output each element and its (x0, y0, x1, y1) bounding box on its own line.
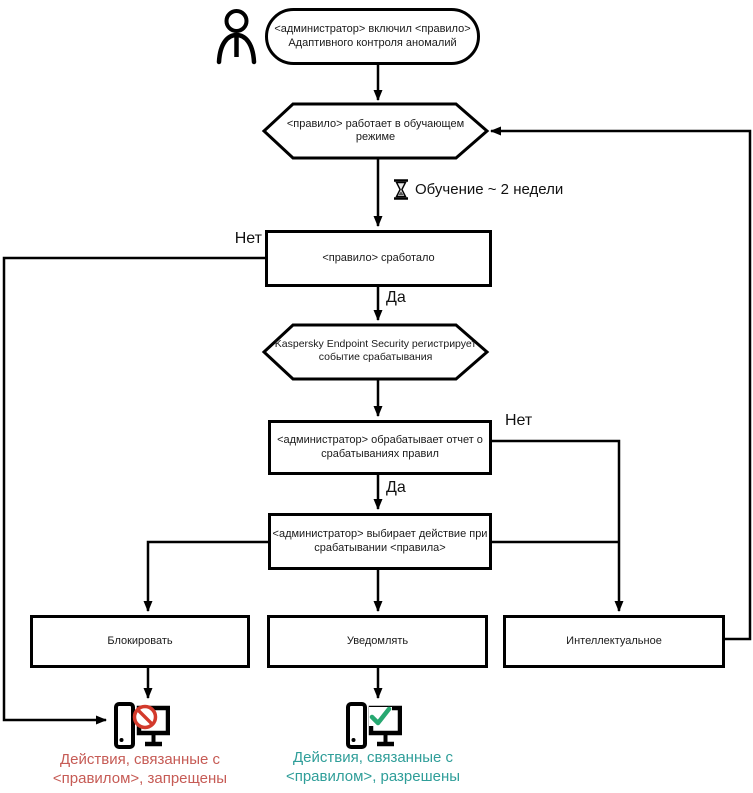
node-smart-text: Интеллектуальное (566, 634, 662, 647)
node-kes-registers-line1: Kaspersky Endpoint Security регистрирует (274, 337, 477, 350)
node-admin-action: <администратор> выбирает действие при ср… (268, 513, 492, 570)
result-allowed-line1: Действия, связанные с (292, 749, 454, 766)
training-duration-label: Обучение ~ 2 недели (415, 181, 564, 198)
hourglass-icon (394, 179, 408, 200)
node-kes-registers-line2: событие срабатывания (318, 351, 433, 363)
person-icon (216, 9, 257, 65)
label-yes-bottom: Да (386, 479, 406, 496)
node-admin-report: <администратор> обрабатывает отчет о сра… (268, 420, 492, 475)
node-admin-report-line2: срабатываниях правил (321, 447, 439, 460)
result-blocked-line1: Действия, связанные с (59, 751, 221, 768)
edge-triggered-no-to-blocked-icon (2, 256, 265, 725)
result-allowed: Действия, связанные с <правилом>, разреш… (273, 748, 473, 786)
computer-blocked-icon (114, 702, 170, 749)
edge-action-to-block (143, 540, 268, 612)
node-admin-action-line1: <администратор> выбирает действие при (272, 528, 488, 540)
label-no-right: Нет (505, 412, 533, 429)
node-smart: Интеллектуальное (503, 615, 725, 668)
node-training-mode-line1: <правило> работает в обучающем (286, 117, 465, 130)
label-no-left: Нет (234, 230, 262, 247)
result-allowed-line2: <правилом>, разрешены (285, 768, 461, 785)
node-start-line1: <администратор> включил <правило> (274, 23, 471, 35)
node-start-line2: Адаптивного контроля аномалий (288, 36, 457, 49)
node-admin-action-line2: срабатывании <правила> (314, 541, 446, 554)
node-start: <администратор> включил <правило> Адапти… (265, 8, 480, 65)
node-training-mode: <правило> работает в обучающем режиме (268, 106, 483, 156)
node-notify-text: Уведомлять (346, 634, 409, 647)
hexagon-training-mode (261, 102, 490, 160)
result-blocked-line2: <правилом>, запрещены (52, 770, 228, 787)
node-block-text: Блокировать (107, 634, 173, 647)
result-blocked: Действия, связанные с <правилом>, запрещ… (40, 750, 240, 788)
node-rule-triggered-text: <правило> сработало (322, 251, 435, 264)
node-kes-registers: Kaspersky Endpoint Security регистрирует… (258, 327, 493, 375)
hexagon-kes-registers (261, 323, 490, 381)
edge-report-no-to-smart (492, 439, 624, 612)
node-notify: Уведомлять (267, 615, 488, 668)
node-rule-triggered: <правило> сработало (265, 230, 492, 287)
computer-allowed-icon (346, 702, 402, 749)
node-block: Блокировать (30, 615, 250, 668)
node-training-mode-line2: режиме (355, 131, 396, 143)
edge-smart-return-to-training (490, 126, 752, 641)
node-admin-report-line1: <администратор> обрабатывает отчет о (277, 434, 483, 446)
label-yes-top: Да (386, 289, 406, 306)
